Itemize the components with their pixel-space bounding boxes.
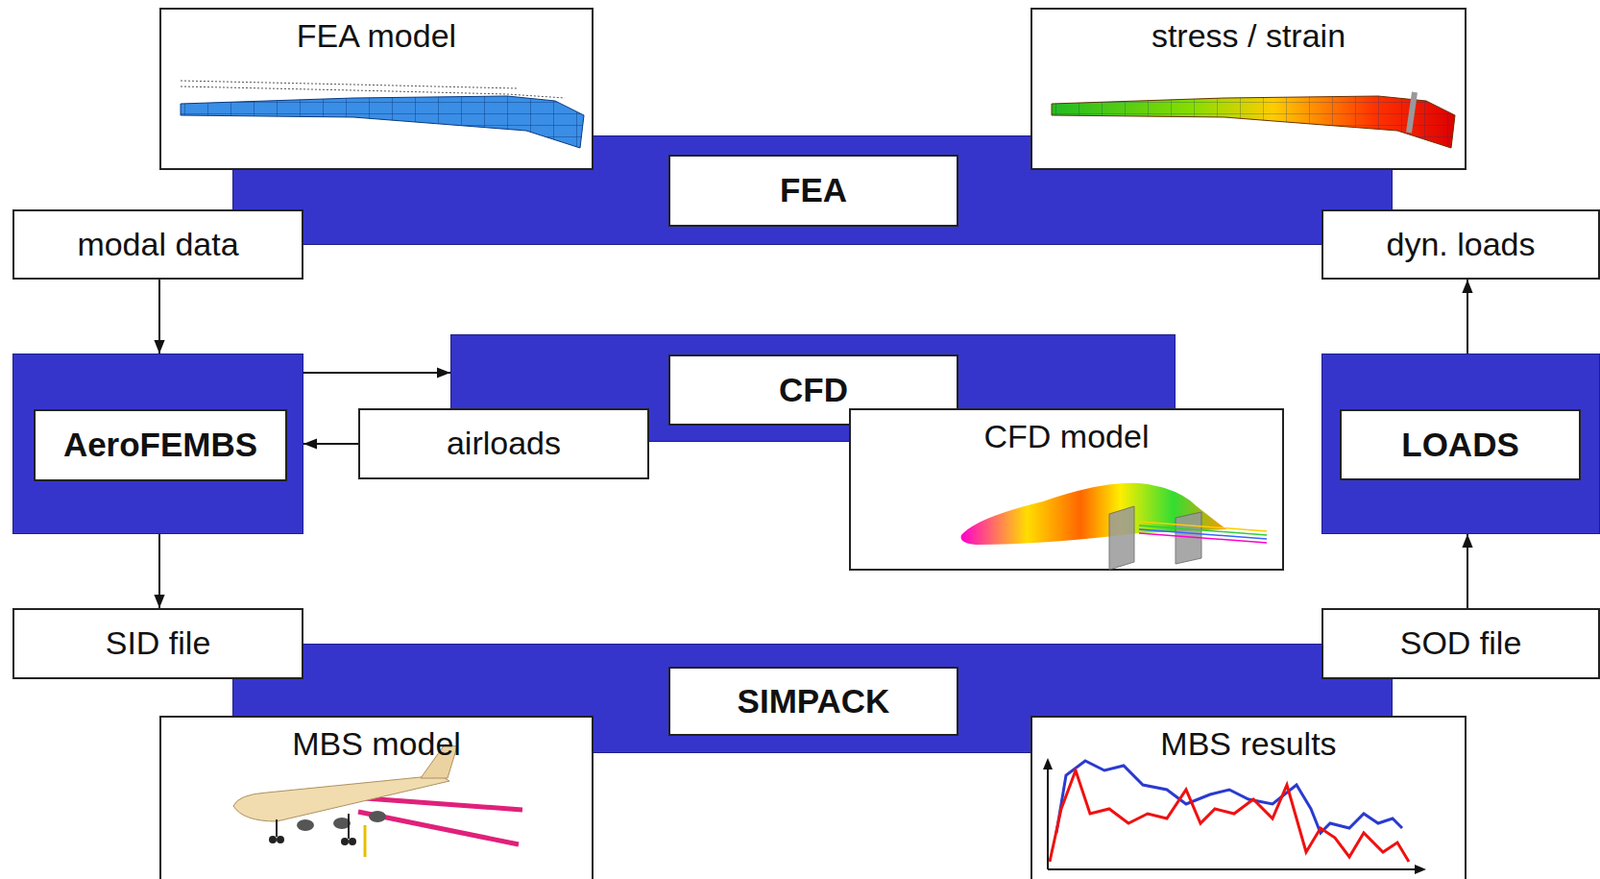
node-label: FEA model bbox=[296, 17, 457, 55]
data-box: modal data bbox=[12, 209, 304, 280]
node-label: modal data bbox=[76, 225, 239, 264]
label-box: AeroFEMBS bbox=[33, 409, 288, 482]
flow-arrow bbox=[303, 442, 359, 445]
flow-arrow bbox=[1466, 279, 1469, 354]
node-label: SOD file bbox=[1400, 624, 1523, 662]
node-label: FEA bbox=[779, 170, 848, 210]
node-label: SIMPACK bbox=[737, 681, 891, 721]
node-label: SID file bbox=[105, 624, 212, 662]
node-label: dyn. loads bbox=[1386, 225, 1536, 264]
node-label: AeroFEMBS bbox=[63, 425, 258, 464]
label-box: SIMPACK bbox=[668, 666, 959, 736]
picture-box: FEA model bbox=[159, 7, 594, 170]
node-label: MBS results bbox=[1160, 725, 1336, 763]
node-label: MBS model bbox=[291, 725, 461, 763]
data-box: SID file bbox=[12, 607, 304, 679]
node-label: airloads bbox=[446, 424, 561, 462]
flow-arrow bbox=[303, 371, 451, 374]
data-box: SOD file bbox=[1321, 607, 1600, 679]
node-label: CFD model bbox=[984, 417, 1150, 456]
node-label: CFD bbox=[778, 370, 849, 410]
picture-box: MBS results bbox=[1030, 715, 1467, 879]
flow-arrow bbox=[1466, 533, 1469, 608]
flow-arrow bbox=[158, 279, 161, 354]
label-box: FEA bbox=[668, 154, 959, 227]
picture-box: MBS model bbox=[159, 715, 594, 879]
picture-box: stress / strain bbox=[1030, 7, 1467, 170]
label-box: LOADS bbox=[1339, 409, 1581, 481]
data-box: dyn. loads bbox=[1321, 209, 1600, 280]
tool-box: AeroFEMBS bbox=[12, 353, 304, 534]
tool-box: LOADS bbox=[1321, 353, 1600, 534]
data-box: airloads bbox=[358, 408, 650, 480]
node-label: stress / strain bbox=[1151, 17, 1346, 55]
flow-arrow bbox=[158, 533, 161, 608]
node-label: LOADS bbox=[1401, 425, 1520, 464]
picture-box: CFD model bbox=[848, 408, 1285, 571]
